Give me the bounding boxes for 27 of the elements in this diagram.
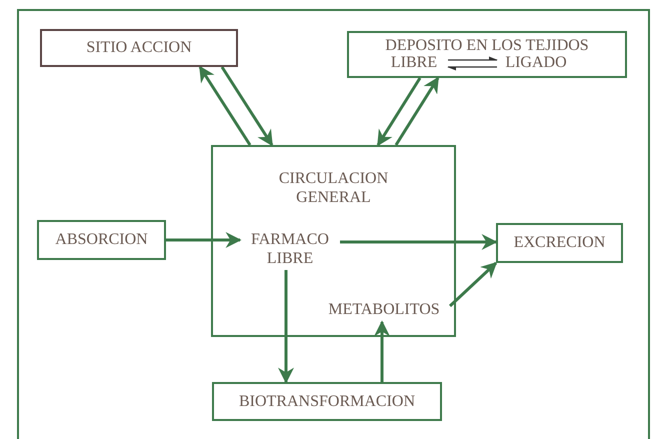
box-label: CIRCULACION GENERAL (278, 169, 390, 208)
box-label: EXCRECION (514, 233, 606, 253)
process-box (211, 145, 456, 337)
arrow (198, 66, 252, 146)
arrow (340, 234, 498, 250)
arrow (448, 262, 498, 308)
arrow (376, 77, 422, 146)
arrow (447, 66, 497, 71)
node-text: LIBRE (390, 53, 438, 73)
arrow (374, 320, 390, 382)
box-label: DEPOSITO EN LOS TEJIDOS (385, 36, 589, 56)
process-box (496, 223, 623, 263)
arrow (278, 270, 294, 384)
box-label: BIOTRANSFORMACION (238, 392, 416, 412)
process-box (212, 382, 442, 421)
process-box (40, 29, 238, 67)
process-box (347, 31, 627, 78)
arrow (394, 76, 440, 146)
arrow (220, 66, 274, 146)
box-label: SITIO ACCION (86, 38, 192, 58)
arrow (166, 232, 242, 248)
arrow (448, 56, 498, 61)
box-label: ABSORCION (55, 230, 148, 250)
node-text: FARMACO LIBRE (250, 230, 330, 268)
node-text: METABOLITOS (328, 300, 440, 320)
node-text: LIGADO (505, 53, 567, 73)
process-box (37, 220, 166, 260)
